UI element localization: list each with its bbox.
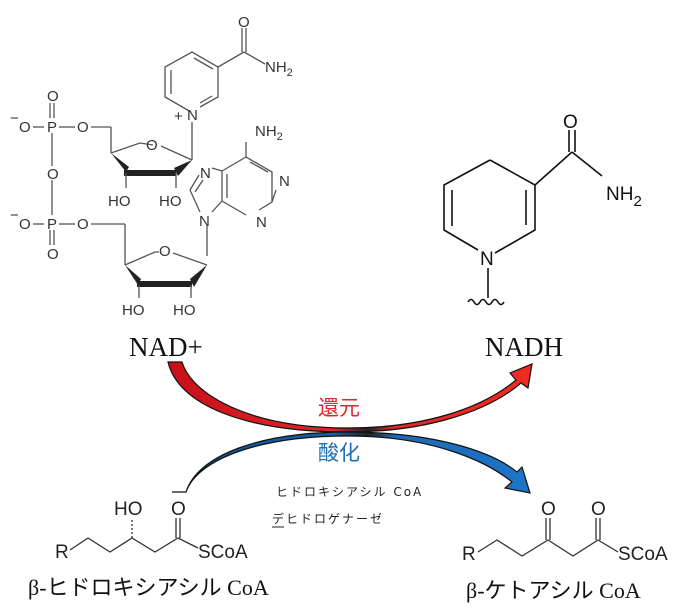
atom-purine-n7: N: [200, 165, 211, 182]
enzyme-name-line1: ヒドロキシアシル CoA: [276, 485, 423, 499]
nadh-label: NADH: [485, 332, 563, 362]
ribose-2: [91, 223, 208, 298]
nicotinamide-ring: [164, 28, 266, 113]
atom-o: O: [171, 499, 186, 520]
atom-phosphate2-o-ester: O: [77, 216, 89, 233]
enzyme-name-line2: デヒドロゲナーゼ: [272, 511, 384, 526]
ketoacyl-coa-structure: R O O SCoA: [462, 499, 668, 565]
atom-bridge-o: O: [47, 166, 59, 183]
atom-phosphate1-o-minus: O: [19, 119, 31, 136]
atom-ho: HO: [114, 499, 143, 520]
atom-adenine-nh2: NH2: [255, 123, 283, 143]
nad-plus-structure: O NH2 N + O HO HO: [10, 14, 293, 319]
ketoacyl-coa-label: β-ケトアシル CoA: [466, 578, 641, 603]
atom-phosphate2-p: P: [47, 216, 57, 233]
oxidation-label: 酸化: [318, 441, 360, 465]
positive-charge: +: [174, 108, 183, 125]
atom-o1: O: [541, 499, 556, 520]
atom-phosphate2-o-minus: O: [19, 216, 31, 233]
nadh-structure: O NH2 N: [443, 112, 642, 306]
reduction-arrow: [167, 361, 533, 433]
negative-charge-2: −: [10, 207, 19, 224]
hydroxyacyl-coa-label: β-ヒドロキシアシル CoA: [28, 575, 269, 600]
atom-ribose2-ho-right: HO: [173, 302, 196, 319]
atom-nadh-amide-nh2: NH2: [606, 184, 642, 210]
ribose-1: [91, 122, 193, 188]
hydroxyacyl-coa-structure: R HO O SCoA: [55, 499, 248, 563]
negative-charge-1: −: [10, 110, 19, 127]
atom-phosphate2-o-double: O: [47, 246, 59, 263]
oxidation-arrow: [172, 431, 531, 494]
atom-r: R: [462, 544, 476, 565]
atom-amide-o: O: [238, 14, 250, 31]
atom-ribose2-o: O: [159, 243, 171, 260]
atom-purine-n9: N: [199, 213, 210, 230]
atom-phosphate1-p: P: [47, 119, 57, 136]
bond-n1-c2: [271, 189, 277, 203]
atom-phosphate1-o-ester: O: [77, 119, 89, 136]
atom-ribose1-ho-right: HO: [159, 193, 182, 210]
atom-ribose1-ho-left: HO: [108, 193, 131, 210]
nad-plus-label: NAD+: [129, 332, 203, 362]
phosphate-bonds: [33, 103, 75, 245]
atom-o2: O: [591, 499, 606, 520]
atom-ribose2-ho-left: HO: [122, 302, 145, 319]
atom-pyridinium-n: N: [187, 107, 198, 124]
atom-purine-n3: N: [256, 214, 267, 231]
atom-nadh-ring-n: N: [480, 249, 494, 270]
reduction-label: 還元: [318, 396, 360, 420]
atom-scoa: SCoA: [198, 542, 248, 563]
atom-phosphate1-o-double: O: [47, 88, 59, 105]
atom-nadh-amide-o: O: [563, 112, 578, 133]
atom-purine-n1: N: [279, 173, 290, 190]
adenine-ring: [189, 142, 273, 256]
atom-scoa: SCoA: [618, 544, 668, 565]
atom-ribose1-o: O: [146, 137, 158, 154]
atom-amide-nh2: NH2: [265, 59, 293, 79]
atom-r: R: [55, 542, 69, 563]
